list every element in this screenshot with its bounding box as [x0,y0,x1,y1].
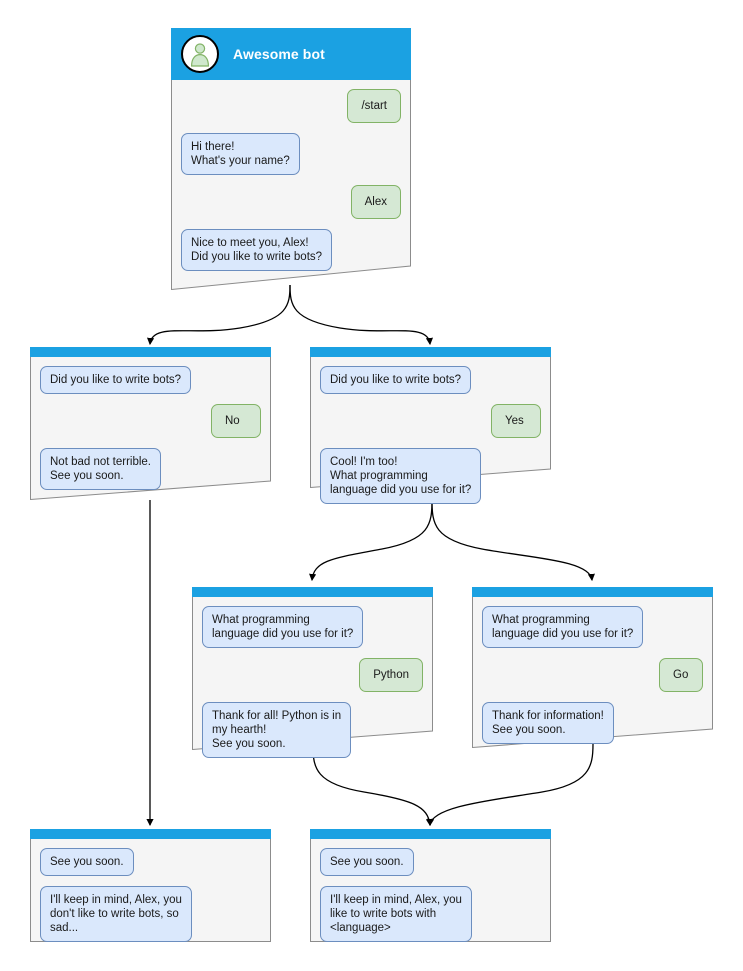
node-header-bar [192,587,433,597]
bot-message-bubble[interactable]: I'll keep in mind, Alex, you like to wri… [320,886,472,942]
message-row: Hi there! What's your name? [181,133,401,175]
bot-message-bubble[interactable]: Did you like to write bots? [320,366,472,394]
node-yes-branch[interactable]: Did you like to write bots? Yes Cool! I'… [310,347,551,504]
edge-go-to-end-yes [427,743,594,827]
node-go-branch[interactable]: What programming language did you use fo… [472,587,713,748]
chat-transcript: /start Hi there! What's your name? Alex … [171,80,411,281]
edge-root-to-yes [289,284,433,346]
message-row: Thank for all! Python is in my hearth! S… [202,702,423,758]
message-row: Not bad not terrible. See you soon. [40,448,261,490]
node-root[interactable]: Awesome bot /start Hi there! What's your… [171,28,411,290]
node-header-bar [310,347,551,357]
bot-message-bubble[interactable]: Thank for all! Python is in my hearth! S… [202,702,352,758]
user-message-bubble[interactable]: Python [359,658,423,692]
user-message-bubble[interactable]: /start [347,89,401,123]
message-row: No [40,404,261,438]
chat-transcript: What programming language did you use fo… [472,597,713,754]
bot-message-bubble[interactable]: See you soon. [320,848,414,876]
user-message-bubble[interactable]: Alex [350,185,401,219]
message-row: See you soon. [40,848,261,876]
bot-message-bubble[interactable]: See you soon. [40,848,134,876]
bot-message-bubble[interactable]: I'll keep in mind, Alex, you don't like … [40,886,192,942]
message-row: What programming language did you use fo… [202,606,423,648]
message-row: I'll keep in mind, Alex, you don't like … [40,886,261,942]
message-row: What programming language did you use fo… [482,606,703,648]
bot-message-bubble[interactable]: Thank for information! See you soon. [482,702,614,744]
node-header-bar [472,587,713,597]
bot-message-bubble[interactable]: What programming language did you use fo… [202,606,364,648]
chat-transcript: What programming language did you use fo… [192,597,433,768]
bot-message-bubble[interactable]: What programming language did you use fo… [482,606,644,648]
chat-transcript: Did you like to write bots? No Not bad n… [30,357,271,500]
person-avatar-icon [181,35,219,73]
node-no-branch[interactable]: Did you like to write bots? No Not bad n… [30,347,271,500]
node-end-yes[interactable]: See you soon. I'll keep in mind, Alex, y… [310,829,551,942]
node-header-bar [30,347,271,357]
message-row: Did you like to write bots? [40,366,261,394]
node-python-branch[interactable]: What programming language did you use fo… [192,587,433,758]
edge-root-to-no [147,284,291,346]
message-row: See you soon. [320,848,541,876]
node-header-bar [310,829,551,839]
chat-transcript: See you soon. I'll keep in mind, Alex, y… [30,839,271,952]
message-row: I'll keep in mind, Alex, you like to wri… [320,886,541,942]
bot-name-label: Awesome bot [233,46,325,62]
node-header-bar: Awesome bot [171,28,411,80]
bot-message-bubble[interactable]: Nice to meet you, Alex! Did you like to … [181,229,333,271]
message-row: Cool! I'm too! What programming language… [320,448,541,504]
user-message-bubble[interactable]: Go [659,658,703,692]
message-row: Go [482,658,703,692]
message-row: Did you like to write bots? [320,366,541,394]
user-message-bubble[interactable]: No [211,404,261,438]
bot-message-bubble[interactable]: Cool! I'm too! What programming language… [320,448,482,504]
node-header-bar [30,829,271,839]
chat-transcript: Did you like to write bots? Yes Cool! I'… [310,357,551,514]
message-row: Yes [320,404,541,438]
message-row: Nice to meet you, Alex! Did you like to … [181,229,401,271]
chat-transcript: See you soon. I'll keep in mind, Alex, y… [310,839,551,952]
bot-message-bubble[interactable]: Not bad not terrible. See you soon. [40,448,162,490]
user-message-bubble[interactable]: Yes [491,404,541,438]
message-row: /start [181,89,401,123]
message-row: Alex [181,185,401,219]
bot-message-bubble[interactable]: Did you like to write bots? [40,366,192,394]
bot-message-bubble[interactable]: Hi there! What's your name? [181,133,300,175]
message-row: Thank for information! See you soon. [482,702,703,744]
message-row: Python [202,658,423,692]
node-end-no[interactable]: See you soon. I'll keep in mind, Alex, y… [30,829,271,942]
